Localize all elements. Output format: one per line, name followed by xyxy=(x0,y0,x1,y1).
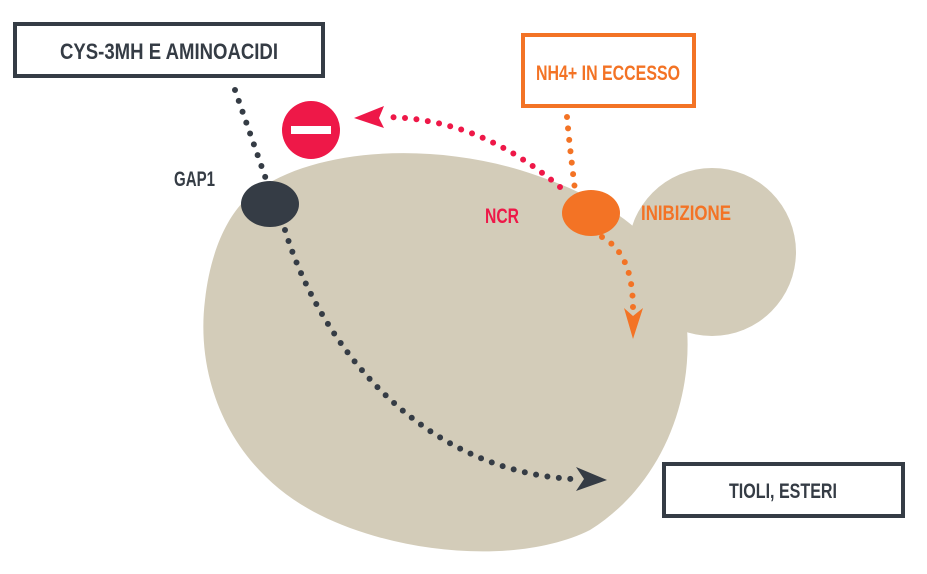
output-box xyxy=(662,462,905,518)
input-box-label: CYS-3MH E AMINOACIDI xyxy=(60,39,278,64)
gap1-label: GAP1 xyxy=(174,168,215,191)
excess-arrow xyxy=(564,114,578,193)
uptake-arrow-out xyxy=(282,227,575,482)
uptake-arrow-in xyxy=(232,87,271,188)
gap1-transporter xyxy=(241,181,299,227)
ncr-label: NCR xyxy=(485,205,519,228)
yeast-cell-bud xyxy=(628,168,796,336)
arrowhead-dark xyxy=(576,467,607,491)
excess-box-label: NH4+ IN ECCESSO xyxy=(536,62,680,85)
excess-box xyxy=(521,33,696,108)
inhibition-arrow xyxy=(382,114,563,190)
input-box xyxy=(13,22,325,78)
yeast-cell-body xyxy=(203,153,688,552)
arrowhead-orange xyxy=(624,308,643,339)
inibizione-label: INIBIZIONE xyxy=(641,202,731,225)
output-box-label: TIOLI, ESTERI xyxy=(729,480,837,503)
ncr-node xyxy=(562,190,620,236)
minus-circle-icon xyxy=(282,101,340,159)
arrowhead-red xyxy=(354,106,384,128)
